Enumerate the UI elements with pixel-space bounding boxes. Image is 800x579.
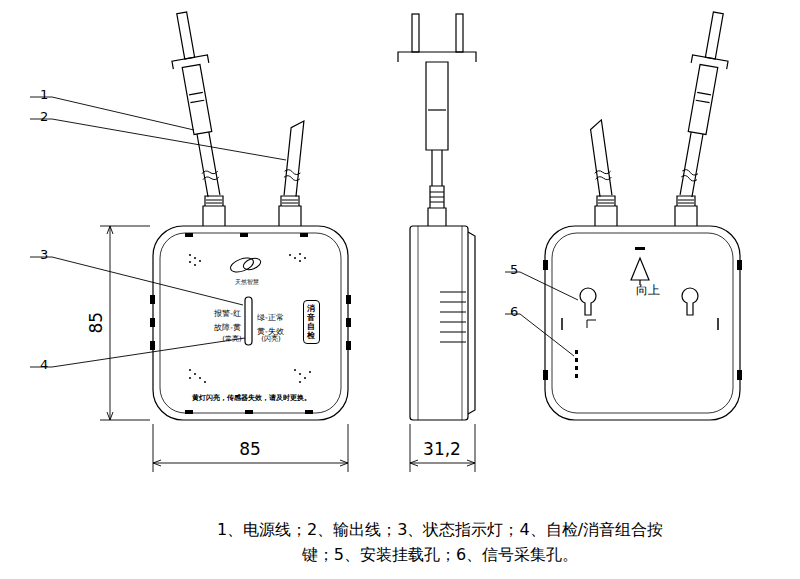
orientation-text: 向上 — [636, 284, 660, 298]
logo — [229, 255, 262, 274]
logo-text: 天然智慧 — [235, 279, 259, 285]
dimension-text: 85 — [87, 312, 107, 334]
back-view — [543, 10, 742, 420]
callout-number: 3 — [40, 248, 48, 263]
indicator-text: 故障-黄 — [214, 324, 241, 333]
callout-number: 2 — [40, 110, 48, 125]
dimension-lines — [100, 226, 475, 472]
callout-number: 6 — [510, 305, 518, 320]
indicator-text: 报警-红 — [214, 310, 241, 319]
warning-text: 黄灯闪亮，传感器失效，请及时更换。 — [192, 394, 311, 402]
callout-number: 1 — [40, 88, 48, 103]
indicator-text: (闪亮) — [261, 335, 280, 343]
signal-holes — [575, 350, 578, 378]
up-arrow — [631, 258, 649, 285]
status-light — [245, 297, 252, 345]
callout-number: 4 — [40, 358, 48, 373]
dimension-text: 85 — [239, 440, 261, 460]
indicator-text: (常亮) — [222, 335, 241, 343]
button-box: 消音 自检 — [303, 300, 320, 344]
front-view — [150, 10, 351, 420]
button-label: 消音 自检 — [307, 304, 315, 340]
indicator-text: 绿-正常 — [257, 314, 284, 323]
vent-dots — [189, 253, 311, 383]
caption: 1、电源线；2、输出线；3、状态指示灯；4、自检/消音组合按键；5、安装挂载孔；… — [205, 518, 675, 568]
dimension-text: 31,2 — [423, 440, 461, 460]
side-view — [398, 14, 476, 420]
callout-number: 5 — [510, 263, 518, 278]
